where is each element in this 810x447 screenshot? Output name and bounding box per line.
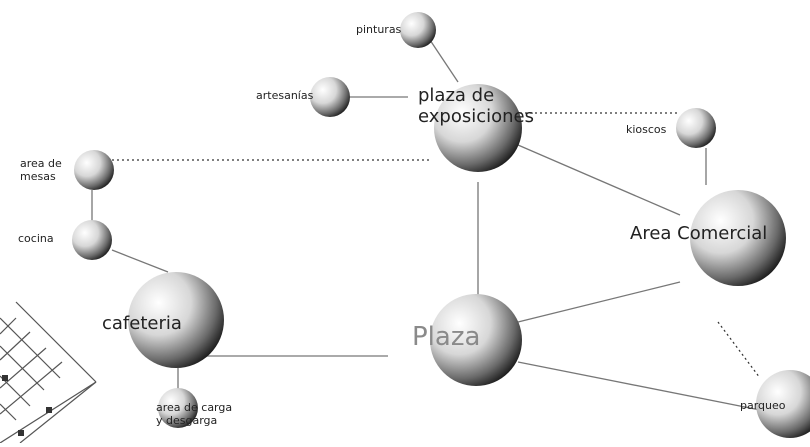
label-plaza: Plaza	[412, 322, 481, 352]
sphere-parqueo	[756, 370, 810, 438]
link-plaza-parqueo	[517, 361, 761, 411]
label-parqueo: parqueo	[740, 399, 786, 412]
link-plaza-exposiciones-area-comercial	[517, 144, 681, 216]
connectors	[91, 39, 761, 411]
sphere-plaza-exposiciones	[434, 84, 522, 172]
label-area-comercial: Area Comercial	[630, 223, 768, 244]
sphere-plaza	[430, 294, 522, 386]
link-pinturas-plaza-exposiciones	[429, 39, 459, 83]
sphere-area-comercial	[690, 190, 786, 286]
sphere-kioscos	[676, 108, 716, 148]
label-plaza-exposiciones: plaza de exposiciones	[418, 85, 534, 127]
sphere-area-carga	[158, 388, 198, 428]
label-cocina: cocina	[18, 232, 54, 245]
label-area-carga: area de carga y desgarga	[156, 401, 233, 427]
spheres	[72, 12, 810, 438]
label-area-mesas: area de mesas	[20, 157, 62, 183]
dotted-link-area-comercial-parqueo	[717, 321, 761, 379]
label-cafeteria: cafeteria	[102, 313, 182, 334]
label-artesanias: artesanías	[256, 89, 314, 102]
dotted-connectors	[112, 112, 761, 379]
label-kioscos: kioscos	[626, 123, 667, 136]
sphere-artesanias	[310, 77, 350, 117]
link-cocina-cafeteria	[111, 249, 169, 273]
sphere-area-mesas	[74, 150, 114, 190]
sphere-cocina	[72, 220, 112, 260]
link-plaza-area-comercial	[517, 281, 681, 323]
sphere-pinturas	[400, 12, 436, 48]
site-plan-grid	[0, 301, 97, 444]
sphere-cafeteria	[128, 272, 224, 368]
label-pinturas: pinturas	[356, 23, 402, 36]
